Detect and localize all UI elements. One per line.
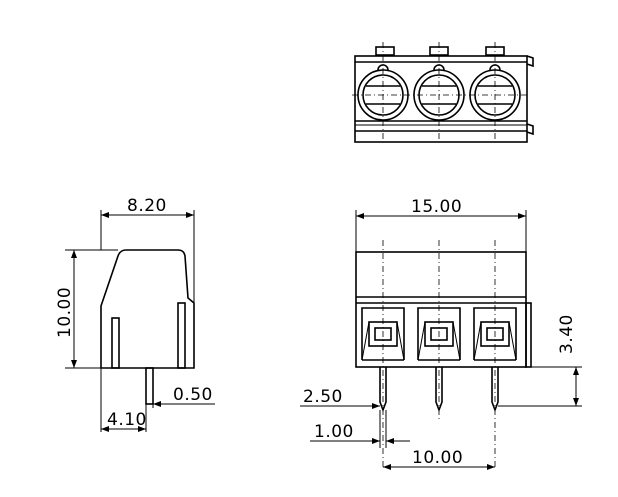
dim-pin-length: 3.40: [557, 314, 577, 354]
dim-front-width: 15.00: [411, 197, 462, 217]
side-view: [65, 210, 215, 432]
dim-pin-pitch: 2.50: [303, 387, 343, 407]
dim-pin-offset: 4.10: [107, 410, 147, 430]
dim-pin-thickness: 0.50: [173, 385, 213, 405]
dim-side-height: 10.00: [55, 287, 75, 338]
front-view: [300, 210, 582, 470]
top-view: [352, 42, 534, 143]
dim-side-width: 8.20: [127, 196, 167, 216]
dim-pin-width: 1.00: [314, 422, 354, 442]
dim-pin-span: 10.00: [412, 448, 463, 468]
